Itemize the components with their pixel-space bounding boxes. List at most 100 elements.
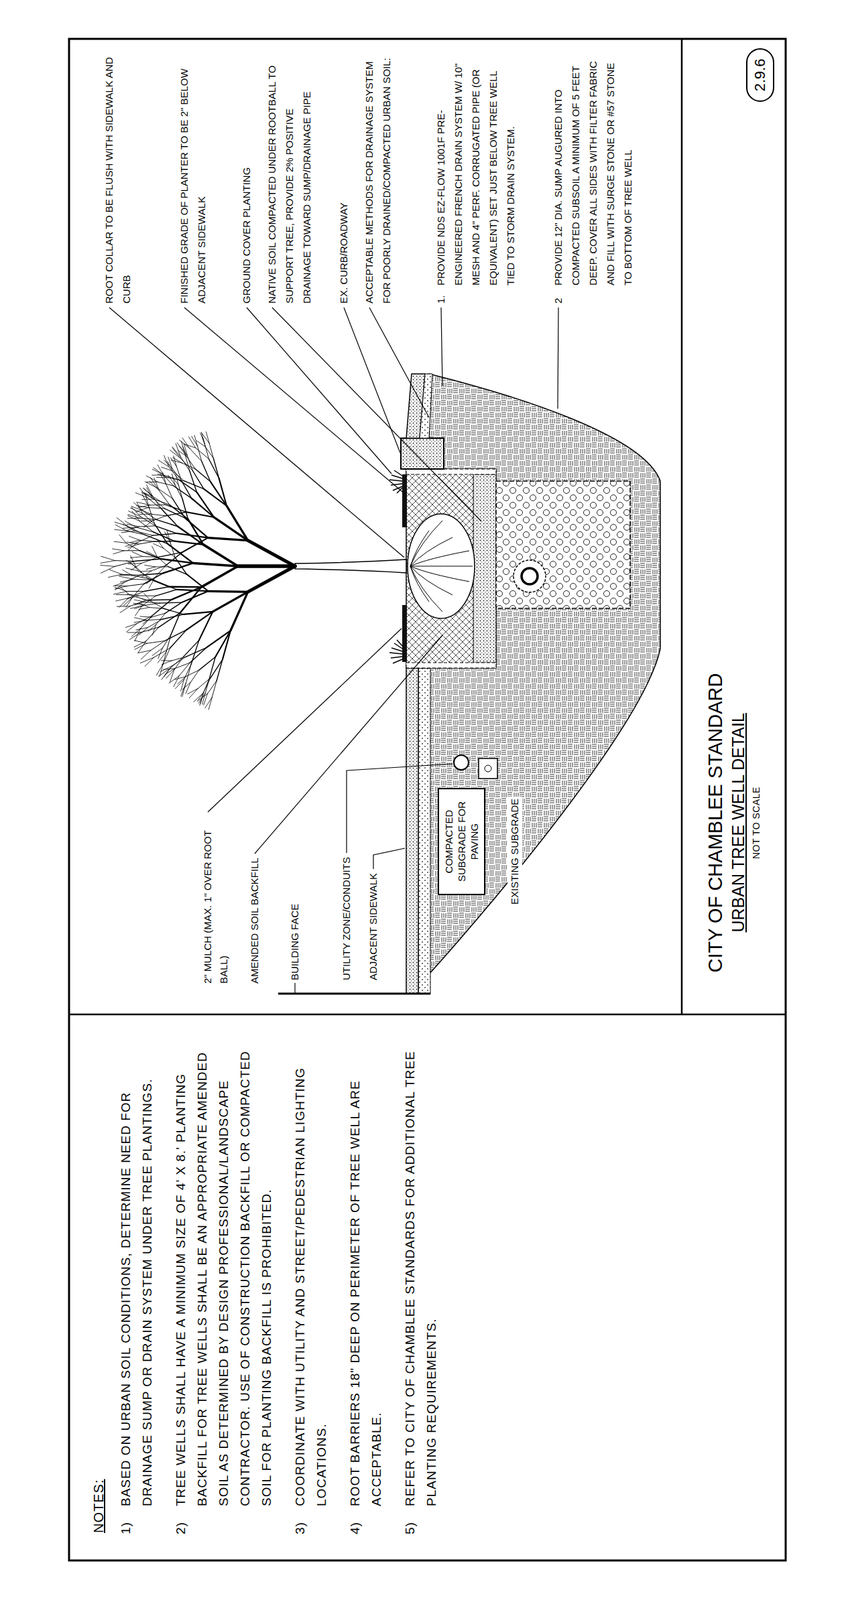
tree-branch (113, 582, 125, 587)
tree-branch (164, 455, 169, 468)
tree-branch (152, 546, 158, 558)
root-line (410, 537, 453, 567)
callout-text: GROUND COVER PLANTING (237, 167, 256, 304)
leader-line (441, 307, 443, 387)
sidewalk (406, 668, 419, 995)
tree-branch (155, 589, 177, 596)
tree-branch (172, 457, 183, 464)
callout-number: 1. (432, 294, 450, 304)
tree-branch (170, 457, 177, 467)
leader-line (369, 307, 430, 418)
roadway-base (419, 374, 433, 439)
sheet-frame (69, 38, 786, 1562)
leader-line (373, 848, 405, 870)
leader-line (184, 307, 406, 495)
tree-branch (199, 657, 216, 672)
leader-line (109, 307, 405, 558)
root-line (410, 566, 473, 568)
utility-conduit (453, 755, 469, 771)
tree-branch (125, 624, 137, 629)
mulch (402, 605, 407, 663)
tree-branch (123, 597, 133, 607)
tree-branch (138, 541, 155, 545)
tree-branch (121, 530, 135, 533)
tree-branch (115, 598, 129, 602)
tree-branch (146, 475, 159, 482)
tree-branch (205, 630, 231, 649)
tree-branch (136, 628, 149, 631)
tree-branch (216, 659, 223, 682)
tree-branch (172, 473, 176, 485)
callout-text: AMENDED SOIL BACKFILL (246, 858, 263, 985)
tree-branch (130, 557, 143, 559)
tree-branch (209, 443, 214, 459)
tree-branch (157, 474, 169, 478)
tree-branch (187, 688, 199, 694)
tree-branch (138, 595, 156, 597)
root-lines (410, 520, 473, 613)
tree-branch (134, 530, 153, 536)
note-text: REFER TO CITY OF CHAMBLEE STANDARDS FOR … (399, 1020, 443, 1507)
tree-branch (112, 549, 125, 552)
tree-branch (159, 664, 163, 678)
tree-branch (143, 488, 153, 497)
paving-subgrade (418, 668, 431, 995)
tree-branch (152, 648, 163, 656)
tree-branch (144, 587, 169, 592)
root-line (410, 566, 470, 582)
tree-branch (156, 613, 166, 625)
tree-branch (248, 540, 295, 567)
tree-branch (183, 664, 192, 680)
tree-branch (148, 577, 155, 589)
tree-branch (126, 526, 139, 531)
tree-branch (128, 563, 142, 565)
tree-branch (151, 565, 167, 572)
leader-line (343, 307, 401, 454)
tree-branch (146, 599, 171, 601)
tree-branch (197, 492, 215, 518)
tree-branch (116, 594, 131, 596)
tree-branch (166, 634, 171, 653)
leader-line (246, 307, 392, 474)
tree-branch (142, 499, 155, 501)
tree-branch (187, 455, 193, 471)
tree-branch (126, 591, 145, 592)
tree-branch (142, 556, 159, 558)
tree-branch (208, 591, 249, 592)
tree-branch (140, 571, 152, 573)
leader-line (294, 983, 295, 995)
tree-branch (130, 600, 147, 607)
tree-branch (203, 678, 211, 694)
tree-branch (159, 602, 182, 604)
tree-branch (113, 551, 125, 555)
root-line (410, 566, 443, 613)
tree-branch (109, 569, 122, 575)
note-number: 1) (115, 1522, 137, 1536)
tree-branch (152, 599, 172, 617)
tree-branch (180, 458, 193, 471)
tree-branch (128, 511, 141, 518)
callout-text: BUILDING FACE (286, 904, 304, 981)
tree-branch (146, 567, 155, 570)
tree-trunk (294, 559, 407, 574)
tree-branch (115, 582, 125, 590)
leader-line (207, 628, 402, 813)
tree-branch (183, 612, 214, 615)
tree-branch (170, 630, 187, 649)
tree-branch (189, 688, 198, 698)
native-soil (473, 474, 497, 663)
ground-cover (389, 640, 403, 664)
tree-branch (207, 681, 218, 694)
tree-branch (185, 518, 208, 539)
note-text: COORDINATE WITH UTILITY AND STREET/PEDES… (289, 1020, 333, 1507)
tree-branch (144, 520, 153, 528)
tree-branch (119, 579, 134, 582)
tree-branch (162, 563, 194, 574)
tree-branch (153, 467, 164, 476)
tree-branch (148, 508, 165, 509)
tree-branch (197, 446, 202, 462)
callout-number: 2 (549, 298, 568, 304)
tree-branch (205, 431, 210, 444)
tree-branch (180, 683, 187, 697)
tree-branch (144, 603, 160, 606)
